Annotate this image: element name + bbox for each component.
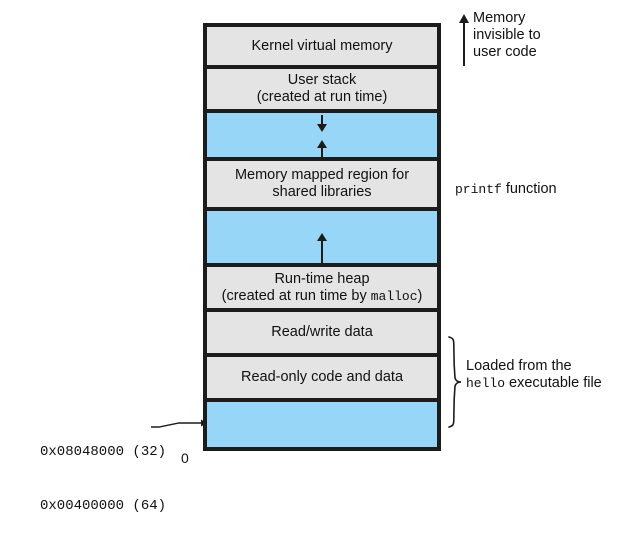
- segment-reserved-low-memory: [207, 402, 437, 447]
- annotation-loaded-hello: hello: [466, 376, 506, 391]
- address-label-32bit: 0x08048000 (32): [40, 444, 167, 460]
- annotation-loaded-from-executable: Loaded from the hello executable file: [466, 358, 631, 392]
- address-label-zero: 0: [181, 450, 189, 466]
- stack-grow-down-arrow-shaft: [321, 115, 323, 125]
- segment-runtime-heap: Run-time heap (created at run time by ma…: [207, 267, 437, 312]
- annotation-memory-invisible-line1: Memory: [473, 10, 526, 26]
- annotation-memory-invisible-line3: user code: [473, 44, 537, 60]
- segment-kernel-virtual-memory: Kernel virtual memory: [207, 27, 437, 69]
- segment-heap-sublabel: (created at run time by malloc): [222, 288, 423, 305]
- segment-rw-data-label: Read/write data: [271, 324, 373, 340]
- memory-invisible-arrow-shaft: [463, 22, 465, 66]
- heap-grow-up-arrow-shaft: [321, 240, 323, 265]
- memory-invisible-up-arrow-icon: [458, 14, 470, 66]
- segment-memory-mapped-region: Memory mapped region for shared librarie…: [207, 161, 437, 211]
- segment-heap-label: Run-time heap: [274, 270, 370, 287]
- base-address-pointer-arrow-icon: [151, 419, 207, 428]
- annotation-loaded-line2: hello executable file: [466, 375, 631, 392]
- segment-mmap-label: Memory mapped region for: [234, 167, 410, 183]
- memory-layout-column: Kernel virtual memory User stack (create…: [203, 23, 441, 451]
- mmap-grow-up-arrow-icon: [317, 140, 327, 148]
- segment-read-write-data: Read/write data: [207, 312, 437, 357]
- segment-ro-code-label: Read-only code and data: [240, 369, 404, 385]
- segment-heap-sublabel-prefix: (created at run time by: [221, 287, 371, 304]
- segment-gap-mmap-to-heap: [207, 211, 437, 267]
- address-label-64bit: 0x00400000 (64): [40, 498, 167, 514]
- stack-grow-down-arrow-icon: [317, 124, 327, 132]
- segment-gap-stack-to-mmap: [207, 113, 437, 161]
- heap-grow-up-arrow-icon: [317, 233, 327, 241]
- annotation-printf-function: printf function: [455, 181, 557, 198]
- memory-invisible-arrow-head: [459, 14, 469, 23]
- segment-kernel-label: Kernel virtual memory: [251, 37, 393, 54]
- annotation-memory-invisible: Memory invisible to user code: [473, 10, 623, 61]
- segment-heap-sublabel-suffix: ): [417, 287, 423, 304]
- annotation-loaded-line1: Loaded from the: [466, 358, 572, 374]
- base-address-labels: 0x08048000 (32) 0x00400000 (64): [40, 407, 166, 533]
- segment-read-only-code-and-data: Read-only code and data: [207, 357, 437, 402]
- segment-user-stack-label: User stack: [287, 72, 357, 88]
- annotation-loaded-suffix: executable file: [505, 375, 602, 391]
- mmap-grow-up-arrow-shaft: [321, 147, 323, 159]
- segment-heap-sublabel-malloc: malloc: [370, 288, 418, 304]
- loaded-from-file-brace-icon: [448, 336, 462, 428]
- segment-user-stack-sublabel: (created at run time): [256, 89, 388, 105]
- segment-mmap-sublabel: shared libraries: [272, 184, 372, 200]
- annotation-printf-suffix: function: [501, 181, 557, 197]
- annotation-memory-invisible-line2: invisible to: [473, 27, 541, 43]
- segment-user-stack: User stack (created at run time): [207, 69, 437, 113]
- annotation-printf-name: printf: [455, 182, 502, 197]
